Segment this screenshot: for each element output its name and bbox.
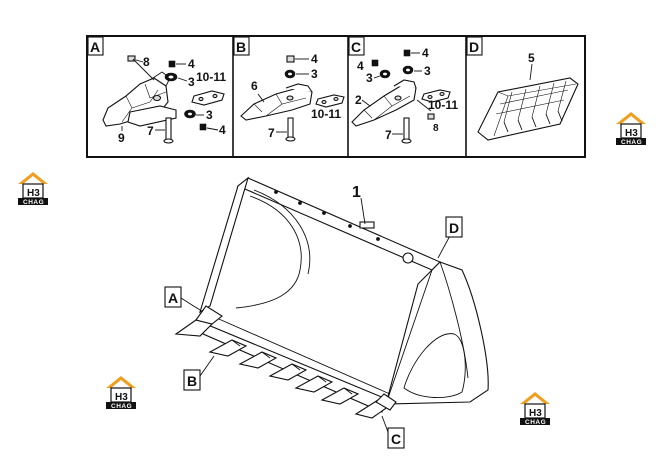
label-b-4: 4 [311, 52, 318, 66]
label-c-8: 8 [433, 123, 439, 134]
panel-a-letter: A [90, 39, 100, 55]
logo-right-upper: H3 CHAG [615, 111, 647, 146]
panel-d: D 5 [466, 36, 579, 141]
label-d-5: 5 [528, 51, 535, 65]
callout-a-letter: A [168, 290, 178, 306]
bolt-7-a-drawing [163, 117, 174, 144]
wear-bar-d-drawing [477, 77, 579, 141]
callout-d-letter: D [449, 220, 459, 236]
label-a-3-top: 3 [188, 75, 195, 89]
svg-text:H3: H3 [27, 188, 40, 199]
callout-c: C [381, 415, 405, 449]
tooth-b-drawing [240, 83, 313, 121]
callout-c-letter: C [391, 431, 401, 447]
panel-b: B 4 3 6 10-11 7 [233, 36, 345, 142]
svg-text:H3: H3 [625, 128, 638, 139]
label-a-4-top: 4 [188, 57, 195, 71]
label-a-10-11: 10-11 [196, 70, 226, 84]
bucket-main-drawing [174, 176, 489, 419]
label-a-4-bottom: 4 [219, 123, 226, 137]
label-c-2: 2 [355, 93, 362, 107]
callout-d: D [445, 216, 463, 238]
label-b-3: 3 [311, 67, 318, 81]
label-1: 1 [352, 184, 361, 201]
label-a-9: 9 [118, 131, 125, 145]
svg-text:CHAG: CHAG [111, 403, 132, 410]
logo-left-lower: H3 CHAG [105, 375, 137, 410]
plate-a-drawing [191, 90, 225, 106]
bolt-8-drawing [127, 55, 155, 81]
svg-text:CHAG: CHAG [621, 139, 642, 146]
bolt-7-b-drawing [285, 117, 296, 142]
label-c-4-right: 4 [422, 46, 429, 60]
label-c-10-11: 10-11 [428, 98, 458, 112]
svg-text:H3: H3 [529, 408, 542, 419]
label-c-3-left: 3 [366, 71, 373, 85]
bucket-teeth [174, 319, 394, 419]
callout-b-letter: B [187, 373, 197, 389]
label-c-7: 7 [385, 128, 392, 142]
label-b-10-11: 10-11 [311, 107, 341, 121]
plate-b-drawing [315, 94, 345, 108]
svg-text:H3: H3 [115, 392, 128, 403]
panel-d-letter: D [469, 39, 479, 55]
plate-c-drawing [421, 89, 451, 103]
panel-b-letter: B [236, 39, 246, 55]
nut-washer-top-a [164, 60, 178, 82]
callout-a: A [164, 286, 201, 311]
label-a-7: 7 [147, 124, 154, 138]
panel-c: C 4 3 4 3 2 10-11 8 [348, 36, 458, 144]
label-a-8: 8 [143, 55, 150, 69]
label-a-3-bottom: 3 [206, 108, 213, 122]
tooth-c-drawing [351, 79, 417, 127]
label-b-7: 7 [268, 126, 275, 140]
callout-b: B [183, 355, 215, 391]
label-b-6: 6 [251, 79, 258, 93]
panel-a: A 8 4 3 10-11 [87, 36, 226, 145]
tooth-adapter-a-drawing [102, 71, 177, 127]
logo-left-upper: H3 CHAG [17, 171, 49, 206]
svg-text:CHAG: CHAG [525, 419, 546, 426]
panel-c-letter: C [351, 39, 361, 55]
svg-text:CHAG: CHAG [23, 199, 44, 206]
label-c-4-left: 4 [357, 59, 364, 73]
bolt-7-c-drawing [401, 117, 412, 144]
label-c-3-right: 3 [424, 64, 431, 78]
logo-right-lower: H3 CHAG [519, 391, 551, 426]
